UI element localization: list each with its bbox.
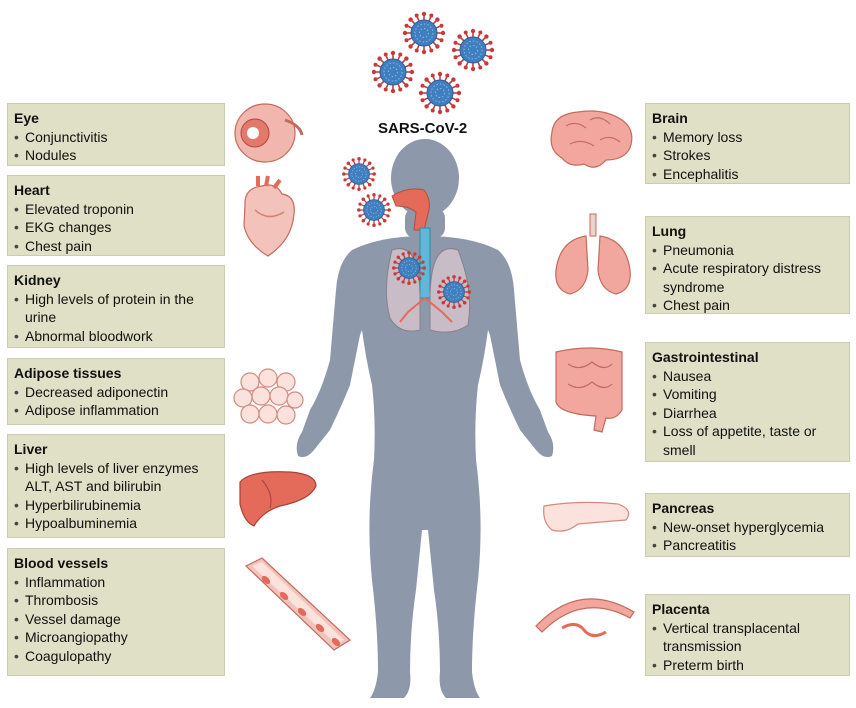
list-item: Strokes (652, 146, 843, 165)
box-title: Lung (652, 223, 687, 239)
box-title: Adipose tissues (14, 365, 122, 381)
pancreas-icon (543, 501, 630, 532)
box-title: Blood vessels (14, 555, 109, 571)
virus-icon (391, 250, 427, 286)
blood-vessel-icon (244, 557, 351, 651)
list-item: EKG changes (14, 218, 218, 237)
box-title: Placenta (652, 601, 710, 617)
list-item: Encephalitis (652, 165, 843, 184)
list-item: High levels of protein in the urine (14, 290, 218, 327)
placenta-icon (535, 598, 635, 637)
list-item: High levels of liver enzymes ALT, AST an… (14, 459, 218, 496)
virus-icon (370, 49, 416, 94)
list-item: Memory loss (652, 128, 843, 147)
heart-icon (243, 175, 295, 257)
box-kidney: Kidney High levels of protein in the uri… (7, 265, 225, 348)
liver-icon (239, 471, 317, 527)
box-lung: Lung Pneumonia Acute respiratory distres… (645, 216, 850, 314)
list-item: Nodules (14, 146, 218, 165)
virus-icon (341, 156, 377, 192)
list-item: Preterm birth (652, 656, 843, 675)
diagram-title: SARS-CoV-2 (378, 120, 468, 137)
list-item: Nausea (652, 367, 843, 386)
box-eye: Eye Conjunctivitis Nodules (7, 103, 225, 166)
list-item: Pancreatitis (652, 536, 843, 555)
list-item: Coagulopathy (14, 647, 218, 666)
virus-icon (450, 27, 496, 72)
box-liver: Liver High levels of liver enzymes ALT, … (7, 434, 225, 538)
box-title: Liver (14, 441, 48, 457)
list-item: Vomiting (652, 385, 843, 404)
box-title: Kidney (14, 272, 61, 288)
list-item: Adipose inflammation (14, 401, 218, 420)
box-heart: Heart Elevated troponin EKG changes Ches… (7, 175, 225, 256)
intestines-icon (555, 347, 623, 433)
list-item: Chest pain (652, 296, 843, 315)
virus-icon (417, 71, 463, 115)
box-title: Pancreas (652, 500, 715, 516)
adipose-cells-icon (233, 368, 304, 425)
virus-icon (401, 10, 447, 56)
list-item: Hyperbilirubinemia (14, 496, 218, 515)
list-item: Loss of appetite, taste or smell (652, 422, 843, 459)
list-item: Abnormal bloodwork (14, 327, 218, 346)
list-item: Vertical transplacental transmission (652, 619, 843, 656)
box-title: Brain (652, 110, 688, 126)
list-item: Thrombosis (14, 591, 218, 610)
box-title: Eye (14, 110, 39, 126)
box-adipose: Adipose tissues Decreased adiponectin Ad… (7, 358, 225, 425)
list-item: Chest pain (14, 237, 218, 256)
list-item: Diarrhea (652, 404, 843, 423)
list-item: Conjunctivitis (14, 128, 218, 147)
list-item: Microangiopathy (14, 628, 218, 647)
eye-icon (234, 103, 304, 163)
list-item: Hypoalbuminemia (14, 514, 218, 533)
box-placenta: Placenta Vertical transplacental transmi… (645, 594, 850, 676)
list-item: Acute respiratory distress syndrome (652, 259, 843, 296)
list-item: Elevated troponin (14, 200, 218, 219)
box-title: Heart (14, 182, 50, 198)
list-item: Pneumonia (652, 241, 843, 260)
lungs-icon (555, 213, 631, 295)
virus-icon (356, 192, 392, 228)
box-pancreas: Pancreas New-onset hyperglycemia Pancrea… (645, 493, 850, 557)
list-item: Inflammation (14, 573, 218, 592)
list-item: Vessel damage (14, 610, 218, 629)
box-brain: Brain Memory loss Strokes Encephalitis (645, 103, 850, 184)
virus-icon (436, 274, 472, 310)
box-gastrointestinal: Gastrointestinal Nausea Vomiting Diarrhe… (645, 342, 850, 462)
box-title: Gastrointestinal (652, 349, 759, 365)
brain-icon (550, 110, 633, 168)
list-item: New-onset hyperglycemia (652, 518, 843, 537)
list-item: Decreased adiponectin (14, 383, 218, 402)
box-blood-vessels: Blood vessels Inflammation Thrombosis Ve… (7, 548, 225, 676)
